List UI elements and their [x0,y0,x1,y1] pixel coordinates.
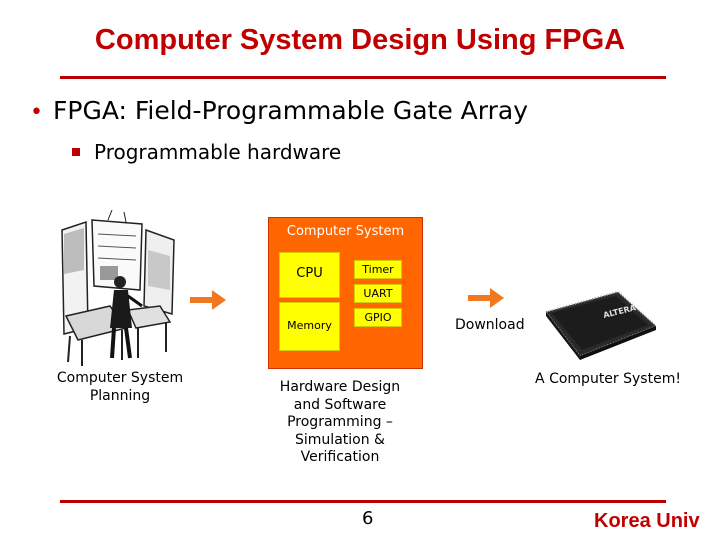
hw-caption-line5: Verification [300,449,380,465]
footer-rule [60,500,666,503]
uart-block: UART [354,284,402,303]
computer-system-box: Computer System CPU Memory Timer UART GP… [268,217,423,369]
arrow-right-icon [190,290,226,310]
arrow-right-icon [468,288,504,308]
hw-caption-line1: Hardware Design [279,379,401,395]
fpga-chip-image: ALTERA [544,290,658,360]
hw-caption-line4: Simulation & [295,431,385,448]
planning-caption: Computer System Planning [40,370,200,405]
gpio-block: GPIO [354,308,402,327]
planning-caption-line2: Planning [89,387,151,404]
computer-system-title: Computer System [286,224,405,239]
download-label: Download [455,317,525,333]
hardware-design-caption: Hardware Design and Software Programming… [255,379,425,467]
cpu-block: CPU [279,252,340,298]
page-number: 6 [362,508,374,529]
bullet-1-text: FPGA: Field-Programmable Gate Array [52,96,529,125]
footer-brand: Korea Univ [594,510,700,532]
bullet-2: Programmable hardware [72,140,341,164]
hw-caption-line2: and Software [293,396,387,413]
slide-title: Computer System Design Using FPGA [94,24,626,56]
title-underline [60,76,666,79]
bullet-1: • FPGA: Field-Programmable Gate Array [30,96,528,125]
planning-illustration [52,210,182,370]
timer-block: Timer [354,260,402,279]
hw-caption-line3: Programming – [287,414,393,430]
bullet-dot-icon: • [30,100,43,125]
planning-caption-line1: Computer System [56,370,184,386]
bullet-2-text: Programmable hardware [94,140,342,164]
memory-block: Memory [279,302,340,351]
result-caption: A Computer System! [535,371,681,387]
bullet-square-icon [72,147,80,156]
